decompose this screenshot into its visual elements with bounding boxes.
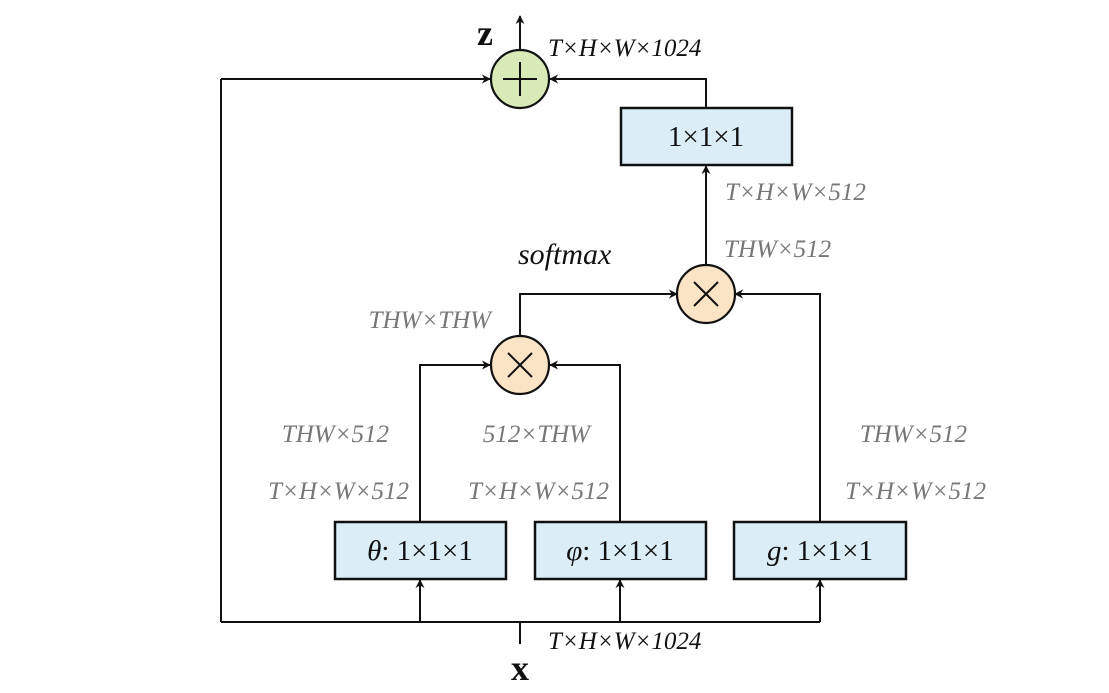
g-symbol: g: [767, 535, 782, 567]
g-reshape-dim-label: THW×512: [860, 421, 967, 448]
output-box-input-dim-label: T×H×W×512: [725, 179, 866, 206]
phi-output-dim-label: T×H×W×512: [468, 478, 609, 505]
add-node: [489, 48, 551, 110]
theta-output-dim-label: T×H×W×512: [268, 478, 409, 505]
phi-symbol: φ: [566, 535, 582, 567]
phi-to-mul1-arrow: [549, 360, 621, 522]
mul1-output-dim-label: THW×THW: [369, 307, 494, 334]
svg-text:g: 1×1×1: g: 1×1×1: [767, 535, 873, 567]
svg-text:φ: 1×1×1: φ: 1×1×1: [566, 535, 674, 567]
theta-conv-box: θ: 1×1×1: [333, 520, 508, 581]
g-output-dim-label: T×H×W×512: [845, 478, 986, 505]
multiply-node-2: [675, 263, 737, 325]
output-conv-label: 1×1×1: [668, 121, 744, 153]
g-conv-label: : 1×1×1: [781, 535, 873, 567]
mul2-output-dim-label: THW×512: [724, 236, 831, 263]
svg-text:θ: 1×1×1: θ: 1×1×1: [367, 535, 473, 567]
theta-conv-label: : 1×1×1: [381, 535, 473, 567]
softmax-label: softmax: [518, 238, 612, 271]
out-box-to-sum-arrow: [549, 74, 707, 108]
theta-reshape-dim-label: THW×512: [282, 421, 389, 448]
g-conv-box: g: 1×1×1: [732, 520, 908, 581]
phi-conv-label: : 1×1×1: [582, 535, 674, 567]
input-dim-label: T×H×W×1024: [548, 628, 701, 655]
input-variable-label: x: [511, 648, 529, 688]
multiply-node-1: [489, 334, 551, 396]
phi-conv-box: φ: 1×1×1: [533, 520, 708, 581]
output-conv-box: 1×1×1: [619, 106, 794, 167]
mul1-to-mul2-arrow: [519, 289, 678, 336]
g-to-mul2-arrow: [734, 289, 821, 522]
phi-reshape-dim-label: 512×THW: [483, 421, 592, 448]
theta-symbol: θ: [367, 535, 381, 567]
theta-to-mul1-arrow: [419, 360, 491, 522]
sum-output-dim-label: T×H×W×1024: [548, 35, 701, 62]
output-variable-label: z: [477, 13, 493, 53]
